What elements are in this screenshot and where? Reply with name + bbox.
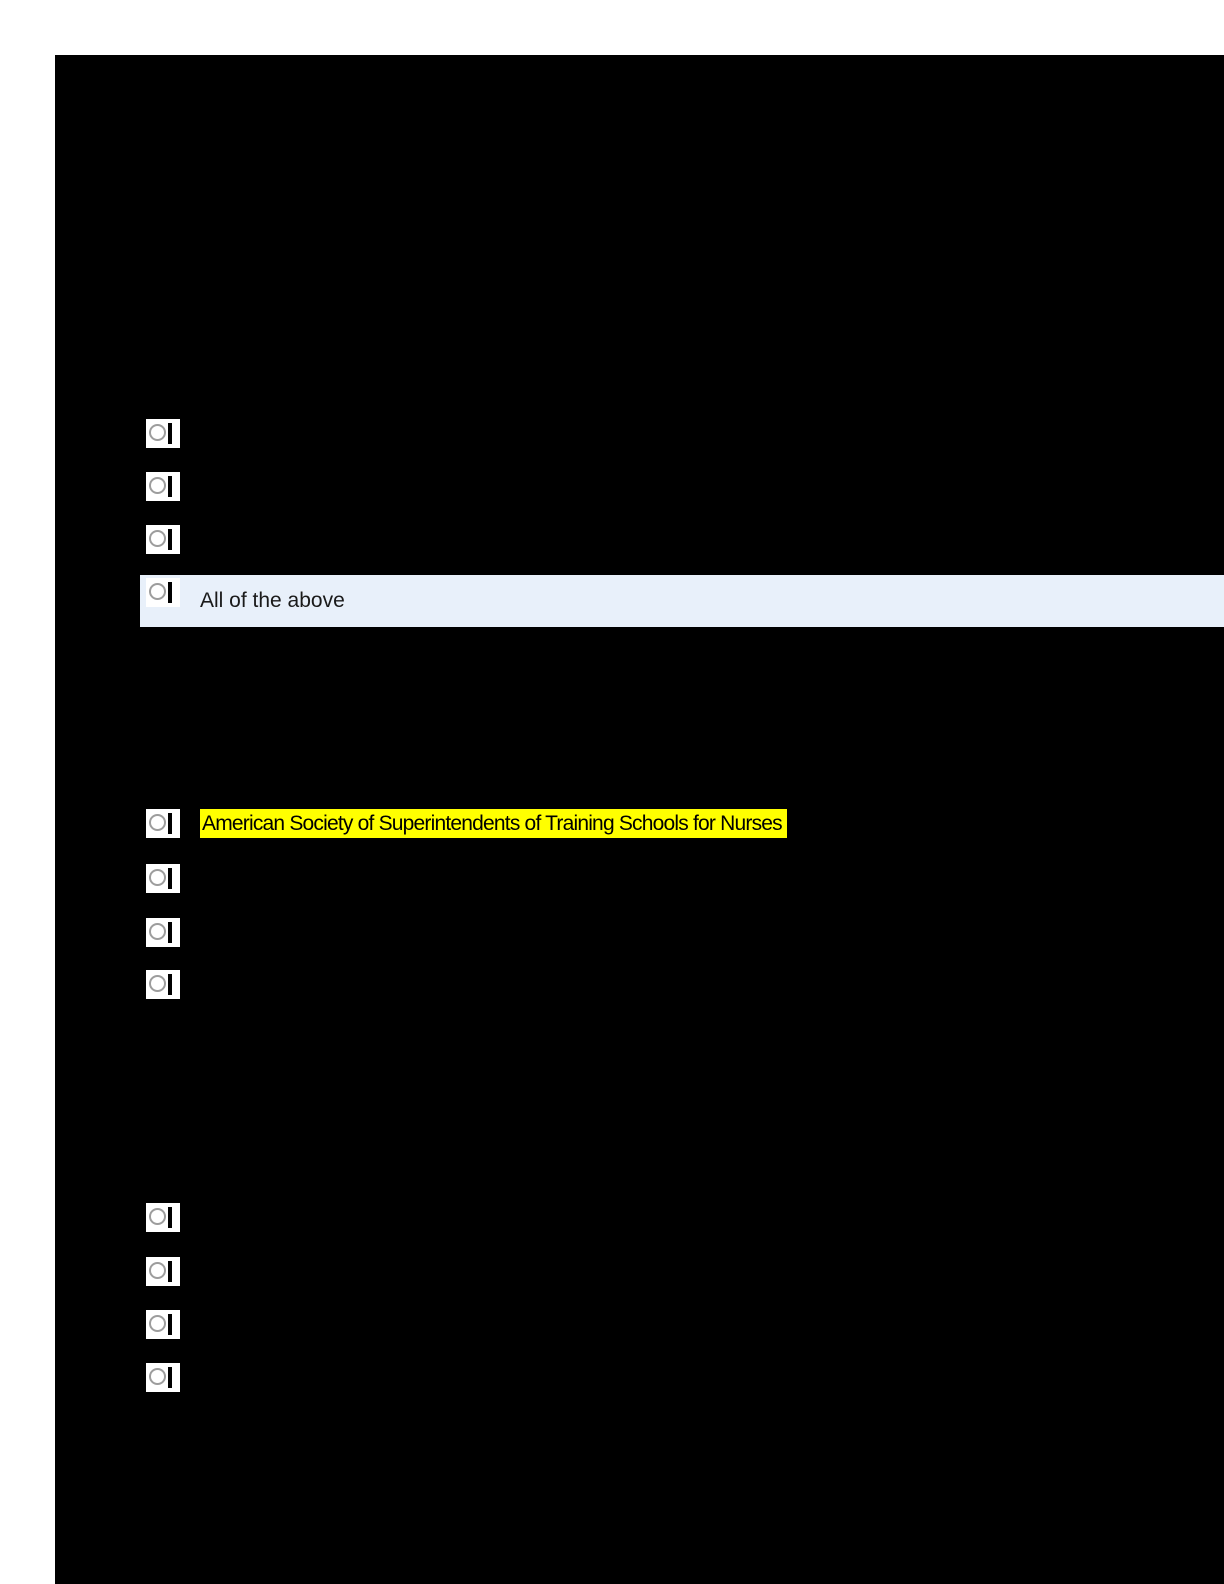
radio-circle-icon: [149, 530, 166, 547]
answer-option-row[interactable]: [140, 416, 1224, 450]
radio-button-icon[interactable]: [146, 918, 180, 947]
answer-option-row-highlighted[interactable]: American Society of Superintendents of T…: [140, 806, 1224, 840]
text-cursor-icon: [168, 423, 172, 444]
answer-option-label: All of the above: [200, 589, 345, 612]
answer-option-row[interactable]: [140, 1360, 1224, 1394]
text-cursor-icon: [168, 1207, 172, 1228]
answer-option-row[interactable]: [140, 1254, 1224, 1288]
text-cursor-icon: [168, 582, 172, 603]
text-cursor-icon: [168, 476, 172, 497]
radio-button-icon[interactable]: [146, 1363, 180, 1392]
answer-option-row[interactable]: [140, 967, 1224, 1001]
radio-circle-icon: [149, 975, 166, 992]
radio-circle-icon: [149, 923, 166, 940]
text-cursor-icon: [168, 1314, 172, 1335]
answer-option-label: American Society of Superintendents of T…: [200, 809, 787, 838]
radio-circle-icon: [149, 583, 166, 600]
radio-button-icon[interactable]: [146, 419, 180, 448]
text-cursor-icon: [168, 813, 172, 834]
text-cursor-icon: [168, 974, 172, 995]
text-cursor-icon: [168, 922, 172, 943]
answer-option-row[interactable]: [140, 1200, 1224, 1234]
radio-circle-icon: [149, 1368, 166, 1385]
radio-button-icon[interactable]: [146, 864, 180, 893]
radio-circle-icon: [149, 814, 166, 831]
radio-circle-icon: [149, 1315, 166, 1332]
radio-circle-icon: [149, 1262, 166, 1279]
answer-option-row[interactable]: [140, 522, 1224, 556]
radio-button-icon[interactable]: [146, 472, 180, 501]
radio-button-icon[interactable]: [146, 970, 180, 999]
radio-button-icon[interactable]: [146, 809, 180, 838]
answer-option-row[interactable]: [140, 861, 1224, 895]
text-cursor-icon: [168, 868, 172, 889]
radio-button-icon[interactable]: [146, 578, 180, 607]
radio-circle-icon: [149, 477, 166, 494]
radio-button-icon[interactable]: [146, 1203, 180, 1232]
radio-button-icon[interactable]: [146, 1257, 180, 1286]
radio-circle-icon: [149, 1208, 166, 1225]
radio-button-icon[interactable]: [146, 525, 180, 554]
text-cursor-icon: [168, 529, 172, 550]
text-cursor-icon: [168, 1367, 172, 1388]
answer-option-row[interactable]: [140, 469, 1224, 503]
radio-circle-icon: [149, 869, 166, 886]
radio-circle-icon: [149, 424, 166, 441]
answer-option-row[interactable]: [140, 915, 1224, 949]
text-cursor-icon: [168, 1261, 172, 1282]
answer-option-row[interactable]: [140, 1307, 1224, 1341]
radio-button-icon[interactable]: [146, 1310, 180, 1339]
answer-option-row-selected[interactable]: All of the above: [140, 575, 1224, 627]
